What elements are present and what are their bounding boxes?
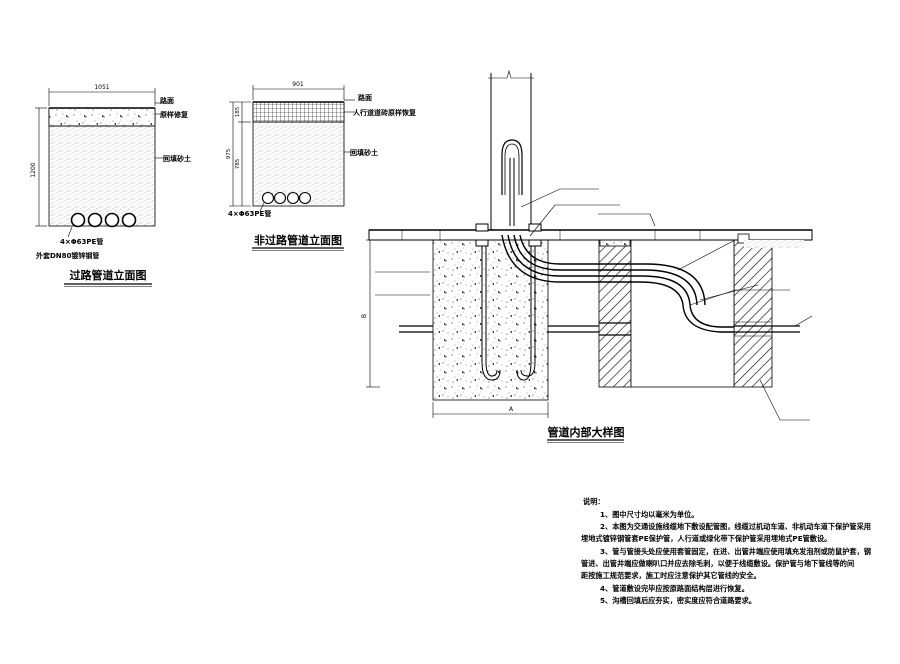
non-crossing-dim-total: 975	[226, 148, 232, 159]
note-line-6: 距按施工规范要求，施工时应注意保护其它管线的安全。	[581, 571, 761, 580]
non-crossing-pipes	[261, 191, 312, 205]
crossing-restore-label: 原样修复	[160, 110, 189, 119]
note-line-5: 管进、出管井端应做喇叭口并应去除毛刺，以便于线缆敷设。保护管与地下管线等的间	[581, 559, 855, 568]
detail-dim-b: B	[361, 314, 368, 318]
non-crossing-road-label: 路面	[358, 93, 372, 102]
crossing-height-dim: 1200	[30, 162, 37, 177]
note-line-3: 埋地式镀锌钢管套PE保护管，人行道或绿化带下保护管采用埋地式PE管敷设。	[581, 534, 832, 543]
crossing-road-label: 路面	[160, 96, 174, 105]
crossing-pipe-label: 4×Φ63PE管	[60, 237, 103, 246]
crossing-casing-label: 外套DN80镀锌钢管	[36, 251, 99, 260]
note-line-7: 4、管道敷设完毕应按原路面结构层进行恢复。	[600, 584, 749, 593]
non-crossing-dim-top: 185	[235, 106, 241, 117]
crossing-backfill-label: 回填砂土	[163, 154, 191, 163]
note-line-1: 1、图中尺寸均以毫米为单位。	[600, 510, 699, 519]
detail-section-title: 管道内部大样图	[548, 425, 625, 439]
note-line-8: 5、沟槽回填后应夯实，密实度应符合道路要求。	[600, 596, 756, 605]
crossing-section-title: 过路管道立面图	[70, 268, 147, 282]
detail-dim-a: A	[509, 406, 514, 413]
note-line-4: 3、管与管接头处应使用套管固定，在进、出管井端应使用填充发泡剂或防鼠护套，钢	[600, 547, 871, 556]
non-crossing-backfill-label: 回填砂土	[350, 148, 378, 157]
crossing-pipes	[70, 212, 137, 228]
pipe-detail-drawing	[366, 69, 813, 443]
non-crossing-restore-label: 人行道道砖原样恢复	[353, 108, 417, 117]
non-crossing-width-dim: 901	[292, 81, 304, 88]
notes-heading: 说明：	[583, 497, 605, 506]
non-crossing-dim-bottom: 785	[235, 158, 241, 169]
crossing-road-section	[35, 88, 168, 287]
crossing-width-dim: 1051	[94, 84, 109, 91]
non-crossing-section-title: 非过路管道立面图	[254, 233, 342, 247]
bent-conduits	[501, 234, 734, 333]
non-crossing-pipe-label: 4×Φ63PE管	[228, 209, 271, 218]
non-crossing-section	[229, 85, 355, 251]
note-line-2: 2、本图为交通设施线缆地下敷设配管图，线缆过机动车道、非机动车道下保护管采用	[600, 522, 871, 531]
